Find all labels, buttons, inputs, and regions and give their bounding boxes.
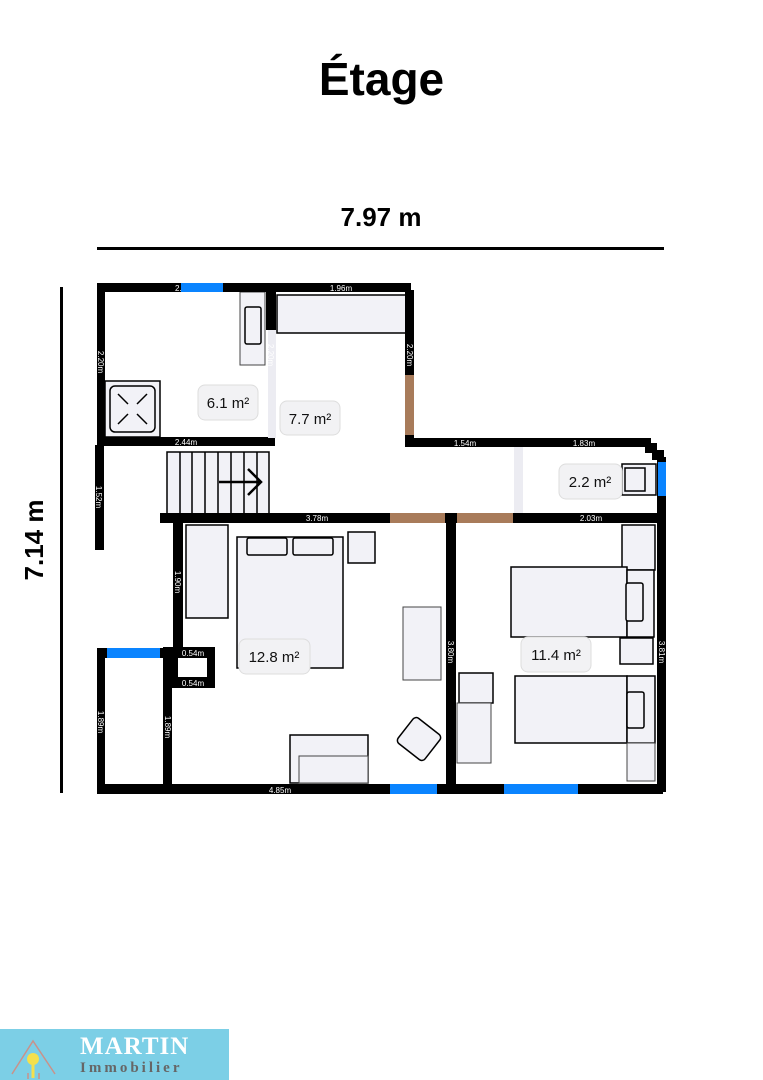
- room-bedroom-2: 11.4 m²: [520, 636, 592, 673]
- svg-text:0.54m: 0.54m: [182, 649, 205, 658]
- chair: [396, 716, 442, 762]
- house-key-icon: [11, 1039, 56, 1079]
- staircase: [166, 451, 270, 515]
- svg-text:1.96m: 1.96m: [330, 284, 353, 293]
- svg-text:1.89m: 1.89m: [163, 716, 172, 739]
- walls: [95, 283, 666, 794]
- svg-text:2.20m: 2.20m: [266, 344, 275, 367]
- svg-text:11.4 m²: 11.4 m²: [531, 647, 581, 664]
- nightstand: [347, 531, 376, 564]
- wall-dimensions: 2. 1.96m 2.20m 2.20m 2.20m 2.44m 1.52m 1…: [94, 284, 666, 795]
- svg-text:3.81m: 3.81m: [657, 641, 666, 664]
- svg-text:3.80m: 3.80m: [446, 641, 455, 664]
- svg-text:3.78m: 3.78m: [306, 514, 329, 523]
- agency-logo: MARTIN Immobilier: [0, 1029, 229, 1080]
- wardrobe: [185, 524, 229, 619]
- room-kitchen: 6.1 m²: [197, 384, 259, 421]
- room-bathroom: 2.2 m²: [558, 463, 623, 500]
- svg-text:2.20m: 2.20m: [96, 351, 105, 374]
- width-dimension: 7.97 m: [341, 202, 422, 232]
- sink: [244, 306, 262, 345]
- depth-dimension: 7.14 m: [19, 500, 49, 581]
- svg-text:2.03m: 2.03m: [580, 514, 603, 523]
- svg-text:2.20m: 2.20m: [405, 344, 414, 367]
- wardrobe: [276, 294, 410, 334]
- desk-chair: [619, 637, 654, 665]
- room-bedroom-1: 12.8 m²: [238, 638, 311, 675]
- svg-text:4.85m: 4.85m: [269, 786, 292, 795]
- floor-title: Étage: [318, 53, 445, 105]
- logo-subtitle: Immobilier: [80, 1060, 183, 1076]
- svg-text:1.83m: 1.83m: [573, 439, 596, 448]
- svg-text:6.1 m²: 6.1 m²: [207, 395, 250, 412]
- svg-text:7.7 m²: 7.7 m²: [289, 411, 332, 428]
- svg-text:0.54m: 0.54m: [182, 679, 205, 688]
- svg-text:1.52m: 1.52m: [94, 486, 103, 509]
- desk: [456, 702, 492, 764]
- svg-text:1.54m: 1.54m: [454, 439, 477, 448]
- svg-text:1.90m: 1.90m: [173, 571, 182, 594]
- dresser: [402, 606, 442, 681]
- svg-text:2.: 2.: [175, 284, 182, 293]
- svg-text:2.44m: 2.44m: [175, 438, 198, 447]
- svg-text:2.2 m²: 2.2 m²: [569, 474, 612, 491]
- svg-text:12.8 m²: 12.8 m²: [249, 649, 300, 666]
- single-bed: [510, 566, 628, 638]
- svg-text:1.89m: 1.89m: [96, 711, 105, 734]
- depth-dimension-line: [60, 287, 63, 793]
- width-dimension-line: [97, 247, 664, 250]
- room-landing: 7.7 m²: [279, 400, 341, 436]
- windows: [107, 283, 666, 794]
- chair: [458, 672, 494, 704]
- logo-name: MARTIN: [80, 1033, 190, 1060]
- wardrobe: [621, 524, 656, 571]
- furniture: [104, 291, 657, 784]
- single-bed: [514, 675, 628, 744]
- stairs-arrow-icon: [219, 468, 263, 496]
